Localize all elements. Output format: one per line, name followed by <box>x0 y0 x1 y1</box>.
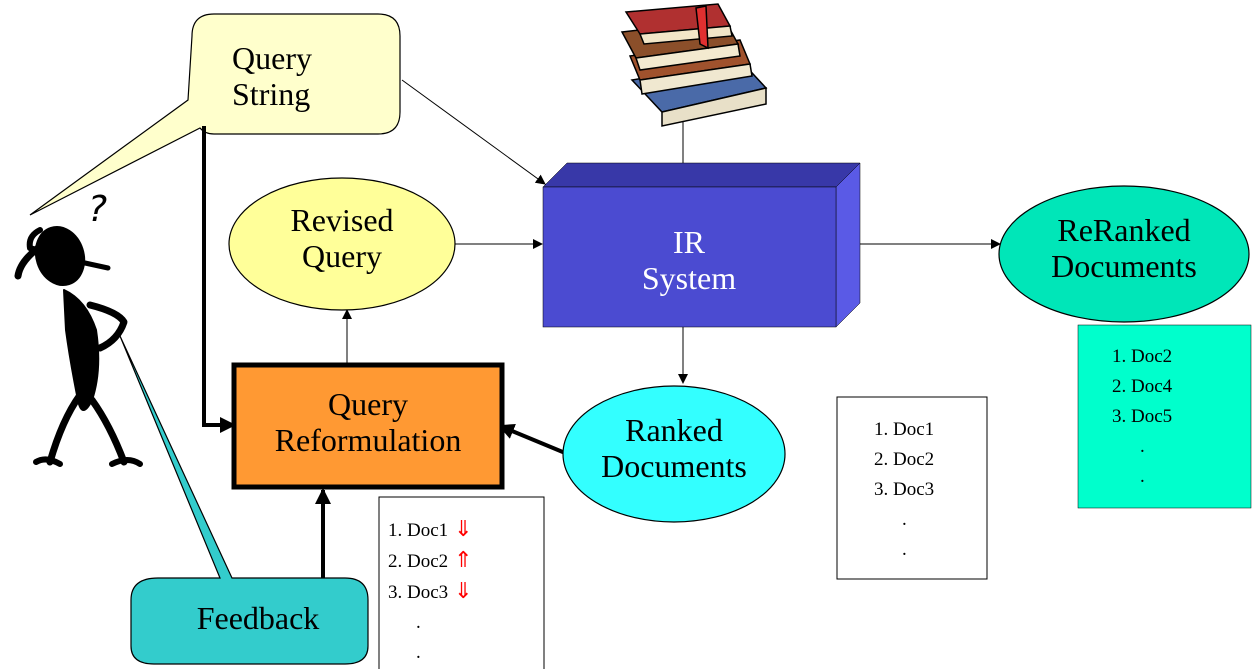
feedback-list-box <box>378 496 545 669</box>
query-reformulation-box <box>231 362 505 490</box>
query-string-line-1: Query <box>232 40 312 76</box>
revised-query-line-2: Query <box>302 238 382 275</box>
list-item-text: . <box>416 612 421 633</box>
list-item-text: 2. Doc2 <box>388 551 449 572</box>
list-item: 2. Doc4 <box>1112 376 1173 397</box>
list-item: 1. Doc1⇓ <box>388 515 473 546</box>
arrow-ranked-to-reformulation <box>498 423 571 457</box>
list-item: 2. Doc2⇑ <box>388 546 473 577</box>
ir-system-line-1: IR <box>673 224 705 260</box>
list-item-text: 3. Doc3 <box>388 582 449 603</box>
feedback-list: 1. Doc1⇓ 2. Doc2⇑ 3. Doc3⇓ . . <box>388 515 473 668</box>
list-item: . <box>902 509 907 530</box>
list-item: . <box>1140 466 1145 487</box>
reranked-list: 1. Doc2 2. Doc4 3. Doc5 . . <box>1112 342 1172 492</box>
ir-system-block <box>542 162 861 328</box>
ir-system-label: IR System <box>589 224 789 296</box>
up-arrow-icon: ⇑ <box>454 548 473 573</box>
list-item: . <box>1140 436 1145 457</box>
feedback-label: Feedback <box>196 600 320 636</box>
list-item: 3. Doc3 <box>874 479 935 500</box>
ranked-documents-ellipse <box>562 385 786 523</box>
reranked-documents-line-2: Documents <box>1051 248 1197 285</box>
reranked-documents-label: ReRanked Documents <box>1014 212 1234 284</box>
arrow-query-to-reformulation <box>202 126 236 433</box>
list-item: 3. Doc3⇓ <box>388 577 473 608</box>
ranked-list-box <box>836 396 988 580</box>
confused-person-icon <box>14 226 143 467</box>
feedback-callout <box>119 335 369 665</box>
reranked-documents-ellipse <box>998 185 1250 323</box>
reranked-list-box <box>1077 324 1252 509</box>
query-reformulation-label: Query Reformulation <box>238 386 498 458</box>
list-item: 2. Doc2 <box>874 449 935 470</box>
reranked-documents-line-1: ReRanked <box>1057 212 1191 248</box>
list-item-text: 1. Doc1 <box>388 520 449 541</box>
arrow-query-to-ir <box>401 79 546 185</box>
query-reformulation-line-2: Reformulation <box>274 422 462 459</box>
query-string-label: Query String <box>232 40 312 112</box>
list-item-text: . <box>416 642 421 663</box>
list-item: . <box>902 539 907 560</box>
down-arrow-icon: ⇓ <box>454 517 473 542</box>
down-arrow-icon: ⇓ <box>454 579 473 604</box>
query-reformulation-line-1: Query <box>328 386 408 422</box>
revised-query-label: Revised Query <box>242 202 442 274</box>
list-item: 1. Doc2 <box>1112 346 1173 367</box>
stack-of-books-icon <box>620 3 768 127</box>
revised-query-ellipse <box>228 177 456 311</box>
ranked-list: 1. Doc1 2. Doc2 3. Doc3 . . <box>874 415 934 565</box>
ranked-documents-line-2: Documents <box>601 448 747 485</box>
list-item: 3. Doc5 <box>1112 406 1173 427</box>
ranked-documents-line-1: Ranked <box>625 412 723 448</box>
ranked-documents-label: Ranked Documents <box>564 412 784 484</box>
query-string-callout <box>29 13 401 216</box>
list-item: . <box>388 638 473 668</box>
query-string-line-2: String <box>232 76 311 113</box>
ir-system-line-2: System <box>641 260 737 297</box>
question-mark: ? <box>88 189 108 230</box>
list-item: . <box>388 608 473 638</box>
revised-query-line-1: Revised <box>290 202 394 238</box>
list-item: 1. Doc1 <box>874 419 935 440</box>
